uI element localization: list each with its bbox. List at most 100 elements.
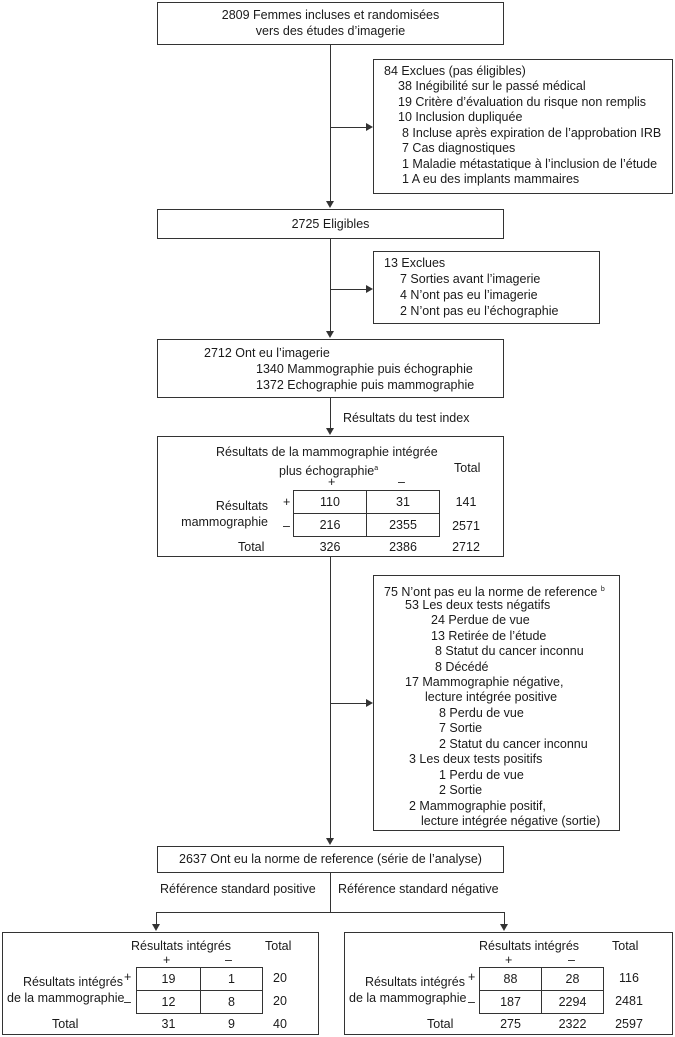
excl3-line: 3 Les deux tests positifs [409, 752, 543, 766]
left-cell: 12 [136, 990, 201, 1014]
flow-line-split-h [156, 912, 505, 913]
flow-line-right-drop [504, 912, 505, 926]
left-row-label-1: Résultats intégrés [22, 975, 123, 989]
excl3-title: 75 N’ont pas eu la norme de reference b [384, 582, 605, 600]
imaging-box: 2712 Ont eu l’imagerie 1340 Mammographie… [157, 339, 504, 398]
excl3-line: 7 Sortie [439, 721, 483, 735]
index-cell: 31 [366, 490, 440, 514]
right-col-minus: – [568, 953, 575, 967]
exclusion-box-2: 13 Exclues 7 Sorties avant l’imagerie 4 … [373, 251, 600, 324]
index-grand-total: 2712 [452, 540, 480, 554]
excl3-line: 53 Les deux tests négatifs [405, 598, 551, 612]
arrow-to-index [326, 428, 334, 435]
exclusion-box-1: 84 Exclues (pas éligibles) 38 Inégibilit… [373, 59, 673, 194]
excl2-item: 7 Sorties avant l’imagerie [400, 272, 541, 286]
index-head-2: plus échographiea [279, 461, 378, 479]
right-cell-value: 2294 [558, 995, 587, 1009]
right-col-total: 275 [500, 1017, 521, 1031]
positive-reference-table: Résultats intégrés Total + – Résultats i… [2, 932, 319, 1035]
left-row-label-2: de la mammographie [7, 991, 125, 1005]
right-total-head: Total [612, 939, 639, 953]
left-total-head: Total [265, 939, 292, 953]
right-cell-value: 28 [565, 972, 580, 986]
right-col-total: 2322 [558, 1017, 587, 1031]
enrolled-line-2: vers des études d’imagerie [255, 24, 406, 38]
right-cell: 28 [541, 967, 604, 991]
footnote-a: a [374, 465, 379, 472]
left-cell: 19 [136, 967, 201, 991]
left-grand-total: 40 [273, 1017, 287, 1031]
right-head: Résultats intégrés [479, 939, 580, 953]
index-col-plus: + [328, 475, 336, 489]
excl1-item: 19 Critère d’évaluation du risque non re… [398, 95, 647, 109]
left-col-total: 9 [228, 1017, 235, 1031]
right-row-label-1: Résultats intégrés [364, 975, 465, 989]
index-row-total: 2571 [452, 519, 480, 533]
arrow-to-left-table [152, 924, 160, 931]
enrolled-line-1: 2809 Femmes incluses et randomisées [221, 8, 440, 22]
left-col-plus: + [163, 953, 171, 967]
arrow-to-excl3 [366, 699, 373, 707]
right-col-plus: + [505, 953, 513, 967]
index-row-total: 141 [455, 495, 477, 509]
left-cell-value: 1 [228, 972, 235, 986]
flow-line-excl3 [330, 703, 367, 704]
excl2-item: 2 N’ont pas eu l’échographie [400, 304, 559, 318]
flow-line-left-drop [156, 912, 157, 926]
index-test-label: Résultats du test index [343, 411, 470, 425]
excl3-line: 13 Retirée de l’étude [431, 629, 547, 643]
arrow-to-imaging [326, 331, 334, 338]
footnote-b: b [600, 586, 605, 593]
flow-line-main-4 [330, 557, 331, 841]
flow-line-excl1 [330, 127, 367, 128]
flow-line-main-1 [330, 45, 331, 205]
index-cell-value: 110 [320, 495, 340, 509]
index-cell: 110 [293, 490, 367, 514]
right-cell-value: 88 [503, 972, 518, 986]
left-cell-value: 19 [161, 972, 176, 986]
flow-line-main-2 [330, 239, 331, 334]
arrow-to-eligible [326, 201, 334, 208]
excl3-line: lecture intégrée négative (sortie) [421, 814, 601, 828]
left-col-total: 31 [161, 1017, 176, 1031]
right-cell: 187 [479, 990, 542, 1014]
flow-line-excl2 [330, 289, 367, 290]
excl1-title: 84 Exclues (pas éligibles) [384, 64, 526, 78]
excl2-item: 4 N’ont pas eu l’imagerie [400, 288, 538, 302]
index-head-2-text: plus échographie [279, 464, 375, 478]
right-row-minus: – [468, 995, 475, 1009]
index-cell-value: 216 [319, 518, 341, 532]
imaging-line-1: 2712 Ont eu l’imagerie [204, 346, 330, 360]
index-col-total: 326 [319, 540, 341, 554]
left-head: Résultats intégrés [131, 939, 232, 953]
excl3-line: lecture intégrée positive [425, 690, 558, 704]
excl1-item: 1 A eu des implants mammaires [402, 172, 580, 186]
exclusion-box-3: 75 N’ont pas eu la norme de reference b … [373, 575, 620, 831]
excl3-line: 24 Perdue de vue [431, 613, 530, 627]
left-cell-value: 8 [228, 995, 235, 1009]
left-row-plus: + [124, 970, 132, 984]
right-row-label-2: de la mammographie [349, 991, 467, 1005]
right-row-total: 2481 [615, 994, 643, 1008]
excl3-line: 2 Sortie [439, 783, 483, 797]
negative-reference-table: Résultats intégrés Total + – Résultats i… [344, 932, 673, 1035]
left-total-label: Total [52, 1017, 79, 1031]
index-cell-value: 2355 [389, 518, 417, 532]
imaging-line-2: 1340 Mammographie puis échographie [256, 362, 473, 376]
right-cell-value: 187 [500, 995, 521, 1009]
arrow-to-right-table [500, 924, 508, 931]
index-row-label-2: mammographie [181, 515, 268, 529]
excl1-item: 10 Inclusion dupliquée [398, 110, 523, 124]
excl3-line: 8 Perdu de vue [439, 706, 524, 720]
index-head-1: Résultats de la mammographie intégrée [216, 445, 438, 459]
index-col-minus: – [398, 475, 405, 489]
left-row-total: 20 [273, 994, 287, 1008]
index-cell: 2355 [366, 513, 440, 537]
right-cell: 88 [479, 967, 542, 991]
index-total-label: Total [238, 540, 265, 554]
excl3-line: 2 Mammographie positif, [409, 799, 546, 813]
excl3-line: 17 Mammographie négative, [405, 675, 564, 689]
excl3-line: 1 Perdu de vue [439, 768, 524, 782]
arrow-to-excl1 [366, 123, 373, 131]
left-cell-value: 12 [161, 995, 176, 1009]
